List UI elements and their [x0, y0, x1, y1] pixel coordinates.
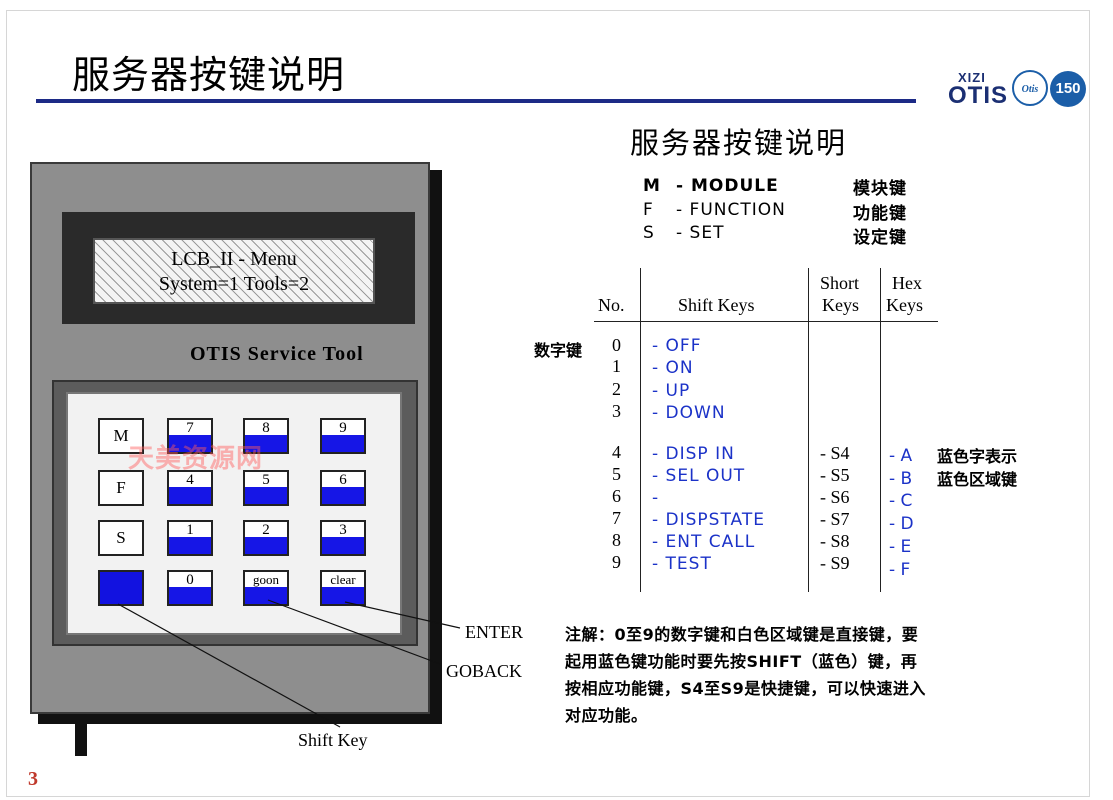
row-shift: - ON	[652, 358, 694, 378]
logo-xizi-text: XIZI	[958, 70, 986, 85]
row-shift: - ENT CALL	[652, 532, 756, 552]
legend-key-m: M	[643, 176, 661, 196]
hex-note-b: 蓝色区域键	[937, 470, 1018, 489]
goback-callout-line	[267, 599, 441, 665]
device-cable	[75, 714, 87, 756]
enter-callout: ENTER	[465, 622, 523, 642]
lcd-line-1: LCB_II - Menu	[171, 248, 297, 270]
key-clear[interactable]: clear	[320, 570, 366, 606]
key-1[interactable]: 1	[167, 520, 213, 556]
key-f[interactable]: F	[98, 470, 144, 506]
legend-text-m: - MODULE	[676, 176, 779, 196]
row-short: - S8	[820, 531, 850, 551]
row-short: - S6	[820, 487, 850, 507]
lcd-line-2: System=1 Tools=2	[158, 273, 310, 295]
row-hex: - A	[889, 446, 913, 466]
digit-keys-label: 数字键	[534, 341, 583, 360]
key-s[interactable]: S	[98, 520, 144, 556]
page-number: 3	[28, 768, 38, 790]
row-no: 5	[612, 464, 621, 484]
legend-cn-m: 模块键	[853, 179, 907, 199]
title-underline	[36, 99, 916, 103]
row-hex: - B	[889, 469, 913, 489]
row-shift: - UP	[652, 381, 691, 401]
logo-otis-text: OTIS	[948, 82, 1009, 109]
hex-note-a: 蓝色字表示	[937, 447, 1018, 466]
key-2[interactable]: 2	[243, 520, 289, 556]
header-shift-keys: Shift Keys	[678, 295, 755, 315]
table-header-rule	[594, 321, 938, 322]
watermark-text: 天美资源网	[128, 444, 264, 474]
header-hex-2: Keys	[886, 295, 923, 315]
key-5[interactable]: 5	[243, 470, 289, 506]
table-divider-3	[880, 268, 881, 592]
header-short-1: Short	[820, 273, 860, 293]
row-shift: - DISP IN	[652, 444, 735, 464]
row-shift: - DOWN	[652, 403, 726, 423]
row-no: 2	[612, 379, 621, 399]
slide-frame	[6, 10, 1090, 797]
anniversary-150-icon: 150	[1050, 71, 1086, 107]
key-9[interactable]: 9	[320, 418, 366, 454]
device-brand-label: OTIS Service Tool	[190, 343, 364, 365]
key-7[interactable]: 7	[167, 418, 213, 454]
row-no: 0	[612, 335, 621, 355]
row-hex: - F	[889, 560, 911, 580]
slide-title: 服务器按键说明	[72, 53, 346, 97]
row-no: 1	[612, 356, 621, 376]
goback-callout: GOBACK	[446, 661, 523, 681]
row-no: 9	[612, 552, 621, 572]
row-no: 6	[612, 486, 621, 506]
key-0[interactable]: 0	[167, 570, 213, 606]
legend-title: 服务器按键说明	[630, 126, 848, 160]
key-goon[interactable]: goon	[243, 570, 289, 606]
row-shift: - SEL OUT	[652, 466, 746, 486]
key-4[interactable]: 4	[167, 470, 213, 506]
key-3[interactable]: 3	[320, 520, 366, 556]
note-paragraph: 注解：0至9的数字键和白色区域键是直接键，要 起用蓝色键功能时要先按SHIFT（…	[565, 621, 1085, 729]
shift-callout-line	[117, 603, 341, 728]
shift-key-callout: Shift Key	[298, 730, 368, 750]
row-shift: - DISPSTATE	[652, 510, 765, 530]
row-no: 3	[612, 401, 621, 421]
legend-key-f: F	[643, 200, 654, 220]
lcd-screen	[93, 238, 375, 304]
table-divider-1	[640, 268, 641, 592]
row-short: - S7	[820, 509, 850, 529]
row-shift: - OFF	[652, 336, 702, 356]
row-hex: - D	[889, 514, 914, 534]
row-no: 4	[612, 442, 621, 462]
row-short: - S9	[820, 553, 850, 573]
legend-text-f: - FUNCTION	[676, 200, 786, 220]
note-line-1: 注解：0至9的数字键和白色区域键是直接键，要	[565, 625, 919, 644]
legend-text-s: - SET	[676, 223, 725, 243]
note-line-4: 对应功能。	[565, 706, 648, 725]
key-8[interactable]: 8	[243, 418, 289, 454]
row-short: - S4	[820, 443, 850, 463]
header-no: No.	[598, 295, 625, 315]
legend-cn-s: 设定键	[853, 228, 907, 248]
row-hex: - E	[889, 537, 912, 557]
key-6[interactable]: 6	[320, 470, 366, 506]
row-no: 8	[612, 530, 621, 550]
row-shift: -	[652, 488, 660, 508]
row-shift: - TEST	[652, 554, 712, 574]
legend-key-s: S	[643, 223, 655, 243]
row-hex: - C	[889, 491, 913, 511]
header-short-2: Keys	[822, 295, 859, 315]
otis-seal-icon: Otis	[1012, 70, 1048, 106]
note-line-2: 起用蓝色键功能时要先按SHIFT（蓝色）键，再	[565, 652, 918, 671]
key-m[interactable]: M	[98, 418, 144, 454]
header-hex-1: Hex	[892, 273, 922, 293]
table-divider-2	[808, 268, 809, 592]
legend-cn-f: 功能键	[853, 204, 907, 224]
note-line-3: 按相应功能键，S4至S9是快捷键，可以快速进入	[565, 679, 926, 698]
row-no: 7	[612, 508, 621, 528]
row-short: - S5	[820, 465, 850, 485]
enter-callout-line	[344, 601, 461, 629]
